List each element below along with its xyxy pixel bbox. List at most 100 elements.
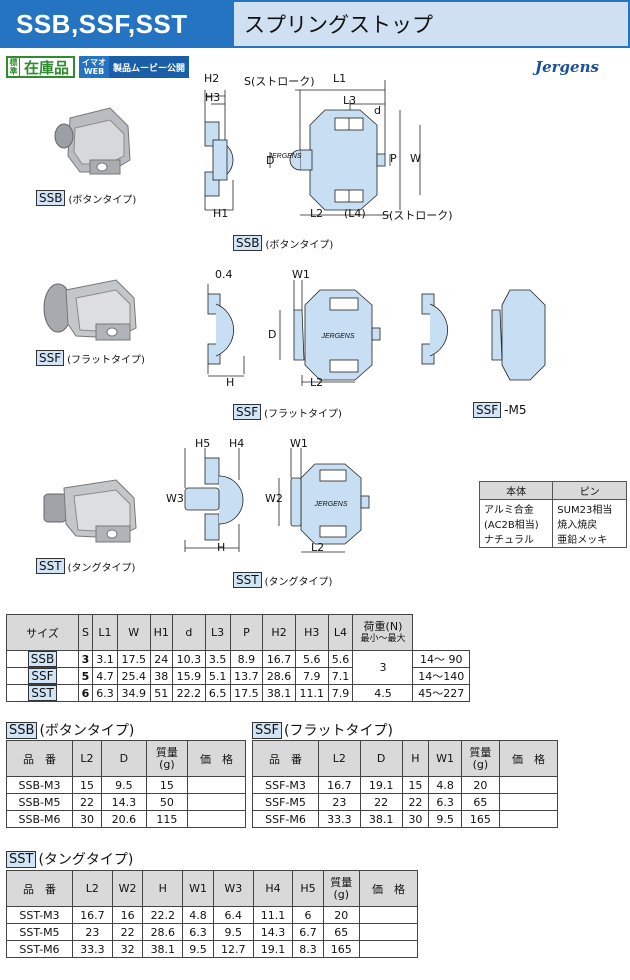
web-movie-badge[interactable]: イマオWEB 製品ムービー公開	[79, 56, 190, 78]
page-header: SSB,SSF,SST スプリングストップ	[0, 0, 630, 48]
table-row: SST-M5 23 22 28.6 6.3 9.5 14.3 6.7 65	[6, 923, 418, 941]
spec-cell: 5.1	[204, 667, 231, 685]
ssb-photo-tag: SSB	[36, 190, 66, 206]
spec-cell: 25.4	[116, 667, 151, 685]
spec-header: S	[78, 614, 93, 651]
ssb-title-text: (ボタンタイプ)	[39, 723, 135, 739]
dim-ssf-w1: W1	[292, 268, 310, 281]
dim-ssf-D: D	[268, 328, 277, 341]
ssf-drawing-caption: SSF (フラットタイプ)	[233, 404, 342, 420]
sst-price	[359, 923, 418, 941]
ssb-header-mass-unit: (g)	[159, 757, 175, 771]
ssf-table: 品 番 L2 D H W1 質量 (g) 価 格 SSF-M3 16.7 19.…	[252, 740, 558, 828]
ssb-photo	[54, 107, 131, 175]
ssf-m5-text: -M5	[504, 403, 527, 417]
sst-cell: 23	[72, 923, 113, 941]
ssf-cell: 6.3	[428, 793, 462, 811]
ssb-cell: 20.6	[100, 810, 147, 828]
sst-table: 品 番 L2 W2 H W1 W3 H4 H5 質量 (g) 価 格 SST-M…	[6, 870, 418, 958]
material-header-body: 本体	[478, 481, 554, 500]
spec-header: L4	[327, 614, 354, 651]
sst-cell: 6.4	[212, 906, 254, 924]
dim-h1: H1	[213, 207, 229, 220]
ssf-part: SSF-M5	[252, 793, 319, 811]
sst-cell: 165	[322, 940, 361, 958]
spec-cell: 28.6	[262, 667, 296, 685]
dim-D: D	[266, 154, 275, 167]
spec-cell: 13.7	[229, 667, 264, 685]
dim-s-stroke: S(ストローク)	[244, 75, 315, 88]
dim-sst-w2: W2	[265, 492, 283, 505]
dim-s-stroke-2: S(ストローク)	[382, 209, 453, 222]
ssf-photo	[43, 279, 137, 341]
sst-header: W1	[182, 870, 214, 907]
material-pin-line: 焼入焼戻	[557, 520, 598, 531]
page-title: SSB,SSF,SST	[0, 0, 232, 48]
ssf-drawing-tag: SSF	[233, 404, 262, 420]
ssb-cell: 115	[145, 810, 189, 828]
sst-title-text: (タングタイプ)	[38, 852, 134, 868]
spec-type-tag: SST	[28, 685, 57, 701]
dim-sst-w3: W3	[166, 492, 184, 505]
spec-header: H3	[294, 614, 329, 651]
sst-header-mass-unit: (g)	[333, 887, 350, 901]
dim-d: d	[374, 104, 381, 117]
sst-cell: 32	[111, 940, 144, 958]
sst-cell: 22.2	[142, 906, 184, 924]
dim-sst-h4: H4	[229, 437, 245, 450]
dim-h2: H2	[204, 72, 220, 85]
sst-header: H4	[252, 870, 294, 907]
sst-drawing: JERGENS	[184, 448, 370, 553]
ssf-cell: 4.8	[428, 776, 462, 794]
spec-cell: 6.3	[92, 684, 118, 702]
ssf-cell: 33.3	[318, 810, 361, 828]
ssf-photo-text: (フラットタイプ)	[67, 354, 145, 366]
dim-ssf-h: H	[226, 376, 235, 389]
sst-drawing-caption: SST (タングタイプ)	[233, 572, 332, 588]
web-badge-label: イマオWEB	[79, 56, 110, 78]
sst-header: L2	[72, 870, 113, 907]
spec-cell: 22.2	[172, 684, 206, 702]
sst-cell: 11.1	[252, 906, 294, 924]
spec-cell: 5.6	[294, 650, 329, 668]
web-badge-text: 製品ムービー公開	[109, 56, 190, 78]
dim-sst-w1: W1	[290, 437, 308, 450]
ssf-cell: 16.7	[318, 776, 361, 794]
spec-cell: 5.6	[327, 650, 354, 668]
spec-type: SSF	[6, 667, 79, 685]
spec-cell: 38	[149, 667, 174, 685]
dim-w: W	[410, 152, 421, 165]
ssf-header: 価 格	[499, 740, 558, 777]
ssf-header: H	[401, 740, 430, 777]
sst-photo-text: (タングタイプ)	[67, 562, 136, 574]
sst-photo-tag: SST	[36, 558, 65, 574]
sst-table-title: SST (タングタイプ)	[6, 849, 133, 869]
ssf-drawing: JERGENS	[207, 280, 546, 386]
sst-price	[359, 940, 418, 958]
sst-cell: 6	[292, 906, 324, 924]
sst-price	[359, 906, 418, 924]
spec-cell: 24	[149, 650, 174, 668]
spec-cell: 10.3	[172, 650, 206, 668]
ssb-header: D	[100, 740, 147, 777]
spec-cell: 45〜227	[412, 684, 470, 702]
ssb-cell: 14.3	[100, 793, 147, 811]
ssb-header: L2	[72, 740, 102, 777]
sst-drawing-tag: SST	[233, 572, 262, 588]
ssb-drawing-tag: SSB	[233, 235, 263, 251]
sst-cell: 20	[322, 906, 361, 924]
stock-badge-small: 標準	[8, 58, 20, 76]
spec-header-load-range: 最小〜最大	[360, 633, 406, 644]
ssb-price	[187, 776, 246, 794]
ssb-cell: 50	[145, 793, 189, 811]
ssf-cell: 165	[460, 810, 501, 828]
spec-type: SST	[6, 684, 79, 702]
sst-part: SST-M3	[6, 906, 73, 924]
sst-header: 品 番	[6, 870, 73, 907]
spec-header: L3	[204, 614, 231, 651]
ssf-cell: 30	[401, 810, 430, 828]
svg-text:JERGENS: JERGENS	[313, 501, 347, 508]
spec-type: SSB	[6, 650, 79, 668]
spec-cell: 16.7	[262, 650, 296, 668]
ssf-m5-tag: SSF	[473, 402, 502, 418]
